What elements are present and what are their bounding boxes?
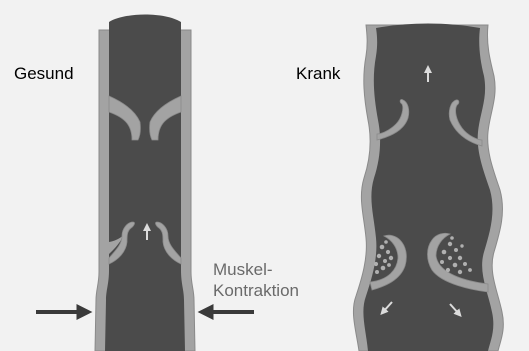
- diseased-vein: [353, 24, 503, 351]
- label-muscle-contraction: Muskel- Kontraktion: [213, 259, 299, 301]
- label-diseased: Krank: [296, 64, 340, 84]
- healthy-vein-lumen: [105, 15, 185, 351]
- healthy-vein: [95, 15, 195, 351]
- label-healthy: Gesund: [14, 64, 74, 84]
